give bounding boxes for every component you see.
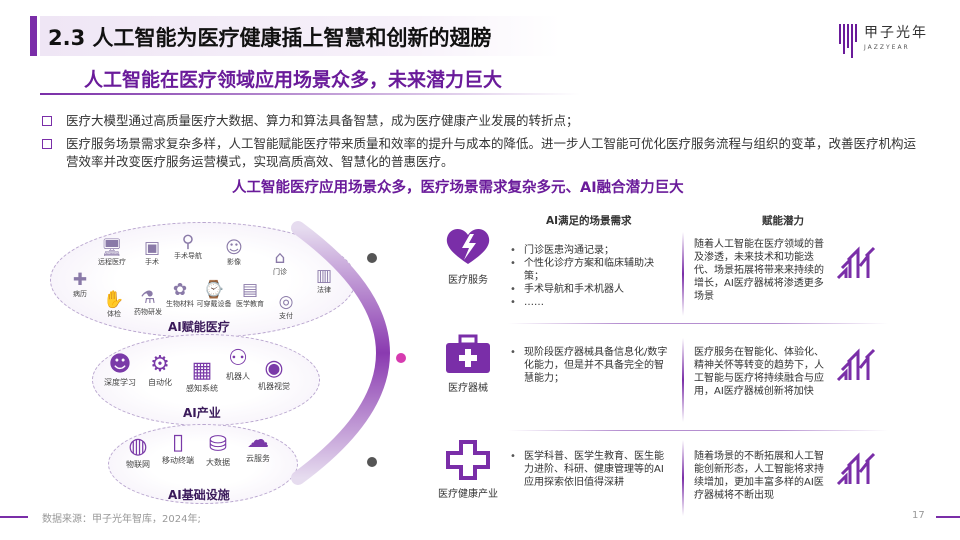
connector-arc (291, 221, 406, 485)
medical-education-icon: ▤医学教育 (236, 280, 264, 308)
page-title: 2.3 人工智能为医疗健康插上智慧和创新的翅膀 (48, 26, 492, 50)
subtitle-underline (40, 93, 580, 95)
list-item: 医学科普、医学生教育、医生能力进阶、科研、健康管理等的AI应用探索依旧值得深耕 (508, 450, 670, 489)
law-icon: ▥法律 (315, 266, 333, 294)
potential-text-medical-service: 随着人工智能在医疗领域的普及渗透，未来技术和功能迭代、场景拓展将带来来持续的增长… (694, 239, 824, 302)
automation-icon: ⚙自动化 (148, 352, 172, 387)
bullet-item: 医疗服务场景需求复杂多样，人工智能赋能医疗带来质量和效率的提升与成本的降低。进一… (42, 135, 922, 171)
checkup-icon: ✋体检 (103, 290, 125, 318)
row-divider (508, 323, 888, 324)
wearable-icon: ⌚可穿戴设备 (196, 280, 232, 308)
list-item: …… (508, 296, 670, 309)
logo-text-cn: 甲子光年 (864, 25, 928, 41)
footer-accent-right (936, 516, 960, 518)
deep-learning-icon: ☻深度学习 (104, 352, 136, 387)
data-source: 数据来源：甲子光年智库，2024年; (42, 514, 201, 525)
column-header-needs: AI满足的场景需求 (546, 215, 632, 227)
bullet-text: 医疗服务场景需求复杂多样，人工智能赋能医疗带来质量和效率的提升与成本的降低。进一… (66, 136, 917, 169)
list-item: 现阶段医疗器械具备信息化/数字化能力，但是并不具备完全的智慧能力； (508, 346, 670, 385)
outpatient-icon: ⌂门诊 (273, 248, 287, 276)
heart-pulse-icon (446, 229, 490, 264)
connector-dot (367, 253, 377, 263)
potential-text-medical-device: 医疗服务在智能化、体验化、精神关怀等转变的趋势下，人工智能与医疗将持续融合与应用… (694, 347, 824, 397)
growth-arrows-icon (836, 246, 876, 280)
title-bar: 2.3 人工智能为医疗健康插上智慧和创新的翅膀 (0, 16, 560, 56)
section-heading: 人工智能医疗应用场景众多，医疗场景需求复杂多元、AI融合潜力巨大 (232, 180, 684, 196)
biomaterial-icon: ✿生物材料 (166, 280, 194, 308)
title-accent-bar (30, 16, 37, 56)
surgery-navigation-icon: ⚲手术导航 (174, 232, 202, 260)
scenario-health-industry: 医疗健康产业 (438, 440, 498, 500)
mobile-terminal-icon: ▯移动终端 (162, 430, 194, 465)
column-divider (682, 232, 684, 316)
needs-list-medical-service: 门诊医患沟通记录； 个性化诊疗方案和临床辅助决策； 手术导航和手术机器人 …… (508, 244, 670, 309)
perception-system-icon: ▦感知系统 (186, 358, 218, 393)
needs-list-health-industry: 医学科普、医学生教育、医生能力进阶、科研、健康管理等的AI应用探索依旧值得深耕 (508, 450, 670, 489)
title-background (40, 16, 560, 56)
ai-empowerment-label: AI赋能医疗 (168, 320, 230, 334)
cloud-service-icon: ☁云服务 (246, 428, 270, 463)
big-data-icon: ⛁大数据 (206, 432, 230, 467)
scenario-medical-service: 医疗服务 (438, 226, 498, 286)
ai-industry-label: AI产业 (183, 406, 221, 420)
growth-arrows-icon (836, 348, 876, 382)
page-number: 17 (912, 510, 925, 521)
brand-logo: 甲子光年 JAZZYEAR (838, 18, 938, 62)
list-item: 门诊医患沟通记录； (508, 244, 670, 257)
payment-icon: ◎支付 (278, 292, 294, 320)
column-divider (682, 338, 684, 422)
bullet-box-icon (42, 139, 52, 149)
column-divider (682, 440, 684, 516)
imaging-icon: ☺影像 (225, 238, 243, 266)
connector-dot (396, 353, 406, 363)
bullet-item: 医疗大模型通过高质量医疗大数据、算力和算法具备智慧，成为医疗健康产业发展的转折点… (42, 112, 922, 130)
ai-infrastructure-label: AI基础设施 (168, 488, 230, 502)
logo-text-en: JAZZYEAR (864, 44, 910, 51)
potential-text-health-industry: 随着场景的不断拓展和人工智能创新形态，人工智能将求持续增加，更加丰富多样的AI医… (694, 451, 824, 501)
robot-icon: ⚇机器人 (226, 346, 250, 381)
needs-list-medical-device: 现阶段医疗器械具备信息化/数字化能力，但是并不具备完全的智慧能力； (508, 346, 670, 385)
logo-mark-icon (839, 24, 857, 58)
surgery-icon: ▣手术 (143, 238, 161, 266)
iot-icon: ◍物联网 (126, 434, 150, 469)
bullet-list: 医疗大模型通过高质量医疗大数据、算力和算法具备智慧，成为医疗健康产业发展的转折点… (42, 112, 922, 176)
growth-arrows-icon (836, 452, 876, 486)
column-header-potential: 赋能潜力 (762, 215, 804, 227)
scenario-medical-device: 医疗器械 (438, 334, 498, 394)
bullet-box-icon (42, 116, 52, 126)
row-divider (508, 430, 888, 431)
medical-kit-icon (446, 334, 490, 373)
drug-research-icon: ⚗药物研发 (134, 288, 162, 316)
page-subtitle: 人工智能在医疗领域应用场景众多，未来潜力巨大 (84, 69, 503, 91)
medical-record-icon: ✚病历 (72, 270, 88, 298)
list-item: 个性化诊疗方案和临床辅助决策； (508, 257, 670, 283)
subtitle-block: 人工智能在医疗领域应用场景众多，未来潜力巨大 (40, 63, 580, 97)
footer-accent-left (0, 516, 28, 518)
connector-dot (367, 457, 377, 467)
health-cross-icon (446, 440, 490, 480)
list-item: 手术导航和手术机器人 (508, 283, 670, 296)
machine-vision-icon: ◉机器视觉 (258, 356, 290, 391)
bullet-text: 医疗大模型通过高质量医疗大数据、算力和算法具备智慧，成为医疗健康产业发展的转折点… (66, 113, 579, 128)
remote-medicine-icon: 🖥远程医疗 (98, 238, 126, 266)
ai-infrastructure-ellipse (108, 424, 298, 504)
